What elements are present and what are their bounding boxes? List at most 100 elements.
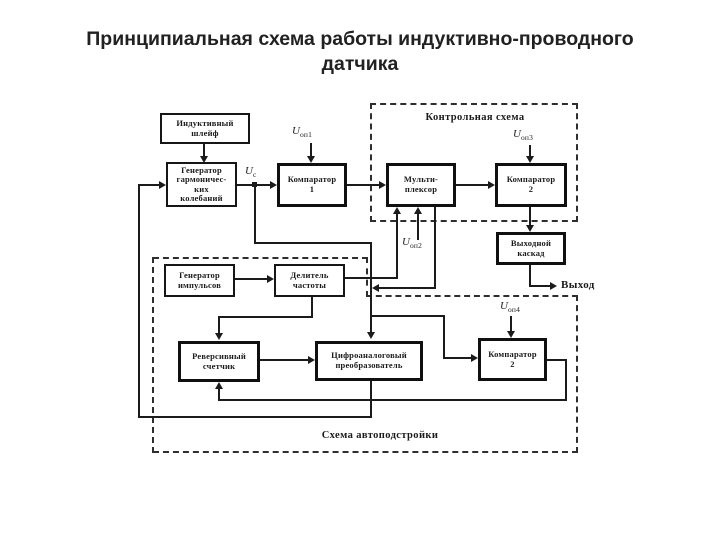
label-output: Выход (561, 279, 595, 291)
group-control-scheme-label: Контрольная схема (425, 112, 525, 123)
label-uop2: Uоп2 (402, 236, 422, 250)
wire-branch-to-comparator-down (443, 315, 445, 359)
block-inductive-loop: Индуктивный шлейф (160, 113, 250, 144)
label-uop4: Uоп4 (500, 300, 520, 314)
block-label: Делитель (290, 269, 329, 280)
wire-divider-down (311, 297, 313, 318)
arrowhead (307, 156, 315, 163)
block-label: 2 (510, 358, 515, 369)
block-dac: Цифроаналоговый преобразователь (315, 341, 423, 381)
block-harmonic-generator: Генератор гармоничес- ких колебаний (166, 162, 237, 207)
group-autotune-border-right (576, 295, 578, 453)
block-label: гармоничес- (176, 174, 227, 185)
block-label: ких (194, 183, 209, 194)
page-title-line1: Принципиальная схема работы индуктивно-п… (86, 28, 634, 50)
wire-divider-to-counter-down (218, 316, 220, 334)
label-uop2-sub: оп2 (409, 241, 423, 251)
label-uop3: Uоп3 (513, 128, 533, 142)
block-label: Компаратор (488, 348, 537, 359)
group-control-scheme (370, 103, 578, 222)
wire-comparator1-to-multiplexer (347, 184, 380, 186)
label-uop3-base: U (513, 128, 521, 140)
block-label: импульсов (177, 279, 222, 290)
block-label: каскад (517, 247, 545, 258)
label-uop1-sub: оп1 (299, 130, 313, 140)
block-label: Компаратор (287, 174, 337, 185)
wire-divider-to-counter-across (218, 316, 313, 318)
group-autotune-label: Схема автоподстройки (321, 430, 439, 441)
label-uop3-sub: оп3 (520, 133, 534, 143)
group-autotune-border-bottom (153, 451, 578, 453)
block-label: Индуктивный (176, 117, 234, 128)
label-uop4-base: U (500, 300, 508, 312)
label-uop4-sub: оп4 (507, 305, 521, 315)
block-label: Генератор (179, 269, 220, 280)
group-autotune-border-top-left (153, 257, 368, 259)
arrowhead (526, 225, 534, 232)
wire-loop-to-generator (203, 144, 205, 158)
wire-junction (252, 182, 257, 187)
block-comparator-2: Компаратор 2 (495, 163, 567, 207)
block-label: Компаратор (506, 174, 556, 185)
block-label: шлейф (191, 127, 219, 138)
wire-multiplexer-output-left (379, 287, 436, 289)
block-multiplexer: Мульти- плексор (386, 163, 456, 207)
wire-comparator-feedback-up (218, 387, 220, 401)
wire-counter-to-dac (260, 359, 309, 361)
wire-uc-branch-vertical (370, 242, 372, 318)
block-frequency-divider: Делитель частоты (274, 264, 345, 297)
arrowhead (488, 181, 495, 189)
wire-dac-feedback-up (138, 185, 140, 418)
block-label: Генератор (181, 164, 222, 175)
wire-multiplexer-to-comparator2 (456, 184, 489, 186)
label-uop2-base: U (402, 236, 410, 248)
label-uc-sub: с (252, 170, 257, 180)
arrowhead (550, 282, 557, 290)
arrowhead (200, 156, 208, 163)
block-autotune-comparator: Компаратор 2 (478, 338, 547, 381)
wire-output-stage-right (529, 285, 551, 287)
arrowhead (379, 181, 386, 189)
label-uc-base: U (245, 165, 253, 177)
block-label: Цифроаналоговый (331, 350, 407, 361)
wire-output-stage-down (529, 265, 531, 287)
wire-comparator2-to-output-stage (529, 207, 531, 226)
wire-comparator-feedback-down (565, 359, 567, 401)
arrowhead (159, 181, 166, 189)
block-output-stage: Выходной каскад (496, 232, 566, 265)
wire-divider-to-multiplexer-up (396, 212, 398, 279)
block-label: Выходной (510, 237, 552, 248)
arrowhead (308, 356, 315, 364)
arrowhead (215, 382, 223, 389)
arrowhead (367, 332, 375, 339)
wire-dac-feedback-across (138, 416, 372, 418)
block-pulse-generator: Генератор импульсов (164, 264, 235, 297)
label-uop1: Uоп1 (292, 125, 312, 139)
wire-branch-to-comparator-right (443, 357, 472, 359)
arrowhead (414, 207, 422, 214)
wire-divider-to-multiplexer-across (345, 277, 398, 279)
group-autotune-border-top-right (366, 295, 578, 297)
label-uc: Uс (245, 165, 256, 179)
block-label: счетчик (202, 360, 236, 371)
wire-into-dac-top (370, 317, 372, 333)
wire-feedback-into-generator (138, 184, 160, 186)
block-label: 1 (309, 184, 315, 194)
arrowhead (372, 284, 379, 292)
arrowhead (393, 207, 401, 214)
arrowhead (471, 354, 478, 362)
wire-branch-to-comparator-across (370, 315, 445, 317)
group-autotune-border-left (152, 257, 154, 453)
block-label: 2 (528, 184, 534, 194)
label-uop1-base: U (292, 125, 300, 137)
wire-multiplexer-output-down (434, 207, 436, 289)
block-label: плексор (404, 184, 438, 194)
block-label: Реверсивный (192, 350, 246, 361)
wire-pulsegen-to-divider (235, 278, 268, 280)
page-title: Принципиальная схема работы индуктивно-п… (0, 27, 720, 77)
arrowhead (507, 331, 515, 338)
arrowhead (270, 181, 277, 189)
arrowhead (267, 275, 274, 283)
wire-uc-branch-across (254, 242, 372, 244)
